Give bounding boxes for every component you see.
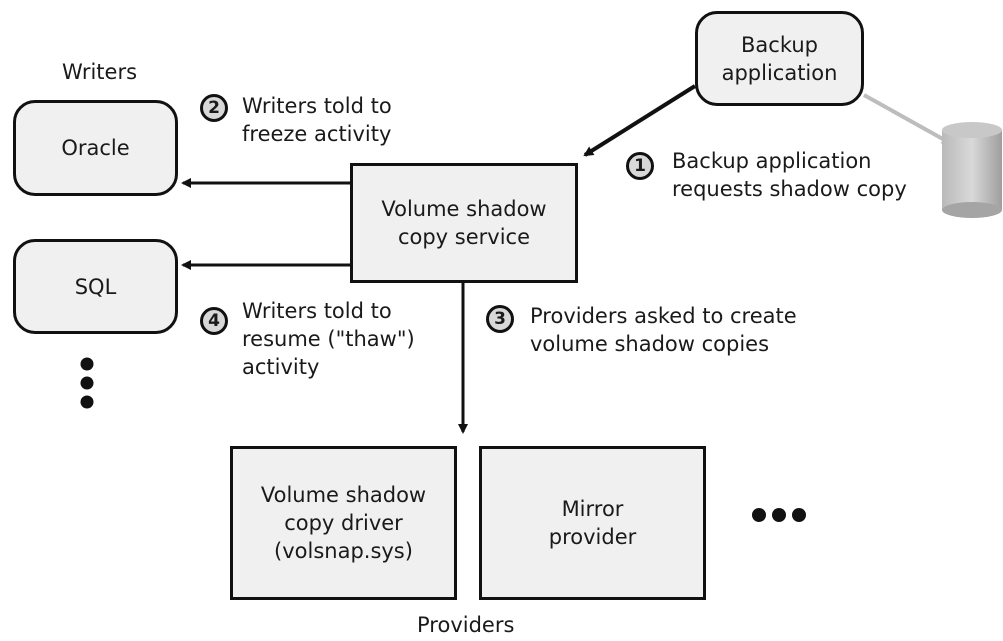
step-4-badge: 4	[200, 307, 228, 335]
node-line: application	[721, 60, 838, 85]
step-text-line: Writers told to	[242, 299, 392, 323]
step-text-line: activity	[242, 355, 320, 379]
step-text-line: Providers asked to create	[530, 304, 797, 328]
step-2-text: Writers told to freeze activity	[242, 92, 392, 148]
writers-group-label: Writers	[62, 60, 138, 84]
step-text-line: requests shadow copy	[672, 177, 907, 201]
step-2-badge: 2	[200, 94, 228, 122]
arrow-backup-to-disk	[863, 93, 952, 145]
horizontal-ellipsis-icon	[752, 508, 806, 522]
step-3-text: Providers asked to create volume shadow …	[530, 302, 797, 358]
node-line: Backup	[741, 32, 818, 57]
step-4-text: Writers told to resume ("thaw") activity	[242, 297, 415, 381]
volume-shadow-copy-driver-node: Volume shadow copy driver (volsnap.sys)	[230, 446, 457, 600]
mirror-provider-node: Mirror provider	[479, 446, 706, 600]
step-text-line: resume ("thaw")	[242, 327, 415, 351]
step-3-badge: 3	[486, 305, 514, 333]
node-line: copy service	[397, 225, 531, 249]
node-line: provider	[548, 525, 637, 549]
storage-disk-icon	[942, 122, 1002, 218]
providers-group-label: Providers	[417, 613, 515, 637]
arrow-backup-to-vss	[583, 84, 697, 157]
step-text-line: volume shadow copies	[530, 332, 770, 356]
oracle-writer-node: Oracle	[13, 100, 178, 196]
step-text-line: freeze activity	[242, 122, 392, 146]
node-line: SQL	[74, 274, 117, 299]
backup-application-node: Backup application	[695, 11, 864, 106]
step-1-badge: 1	[626, 152, 654, 180]
step-1-text: Backup application requests shadow copy	[672, 147, 907, 203]
step-text-line: Backup application	[672, 149, 872, 173]
vertical-ellipsis-icon	[80, 357, 94, 409]
node-line: Mirror	[561, 497, 624, 521]
node-line: Oracle	[61, 136, 130, 160]
node-line: copy driver	[284, 511, 403, 535]
volume-shadow-copy-service-node: Volume shadow copy service	[350, 163, 578, 283]
node-line: (volsnap.sys)	[274, 539, 413, 563]
step-text-line: Writers told to	[242, 94, 392, 118]
sql-writer-node: SQL	[13, 239, 178, 334]
node-line: Volume shadow	[381, 197, 547, 221]
node-line: Volume shadow	[260, 483, 427, 507]
